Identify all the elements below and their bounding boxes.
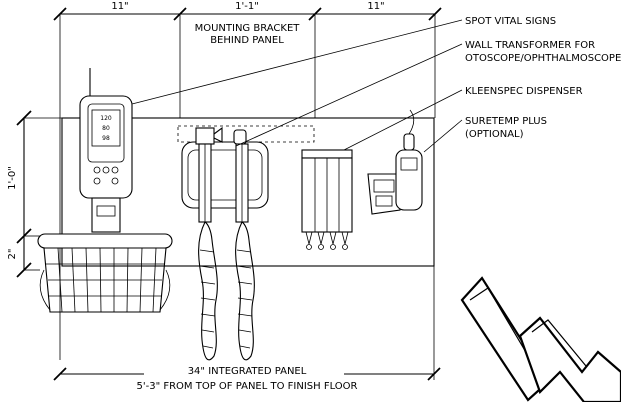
- panel-height-label: 5'-3" FROM TOP OF PANEL TO FINISH FLOOR: [136, 381, 357, 392]
- panel-width-label: 34" INTEGRATED PANEL: [188, 366, 307, 377]
- left-dimension-line: [16, 110, 62, 278]
- dim-left-small: 2": [7, 249, 18, 260]
- dim-left-height: 1'-0": [7, 166, 18, 190]
- integrated-panel: [61, 117, 435, 267]
- coiled-cords: [198, 221, 255, 361]
- suretemp-thermometer: [367, 109, 423, 215]
- screen-line-2: 80: [102, 125, 110, 132]
- screen-line-3: 98: [102, 135, 110, 142]
- dim-top-right: 11": [367, 1, 384, 12]
- spot-vital-signs-monitor: 120 80 98: [79, 68, 133, 233]
- callout-kleenspec: KLEENSPEC DISPENSER: [465, 86, 583, 97]
- screen-line-1: 120: [100, 115, 112, 122]
- dim-top-middle: 1'-1": [235, 1, 259, 12]
- storage-basket: [37, 233, 173, 313]
- mounting-bracket: [177, 125, 315, 143]
- watermark-shape: [460, 276, 621, 402]
- callout-wall-transformer-2: OTOSCOPE/OPHTHALMOSCOPE: [465, 53, 621, 64]
- dim-top-left: 11": [111, 1, 128, 12]
- callout-suretemp-2: (OPTIONAL): [465, 129, 524, 140]
- bottom-dimension-line: [53, 266, 441, 381]
- wall-transformer: [181, 126, 269, 223]
- bracket-note-line1: MOUNTING BRACKET: [195, 23, 301, 34]
- callout-spot-vital-signs: SPOT VITAL SIGNS: [465, 16, 556, 27]
- kleenspec-dispenser: [301, 149, 353, 250]
- callout-suretemp-1: SURETEMP PLUS: [465, 116, 547, 127]
- callout-wall-transformer-1: WALL TRANSFORMER FOR: [465, 40, 595, 51]
- bracket-note-line2: BEHIND PANEL: [210, 35, 284, 46]
- top-dimension-line: [53, 0, 442, 360]
- callout-leaders: [131, 19, 463, 153]
